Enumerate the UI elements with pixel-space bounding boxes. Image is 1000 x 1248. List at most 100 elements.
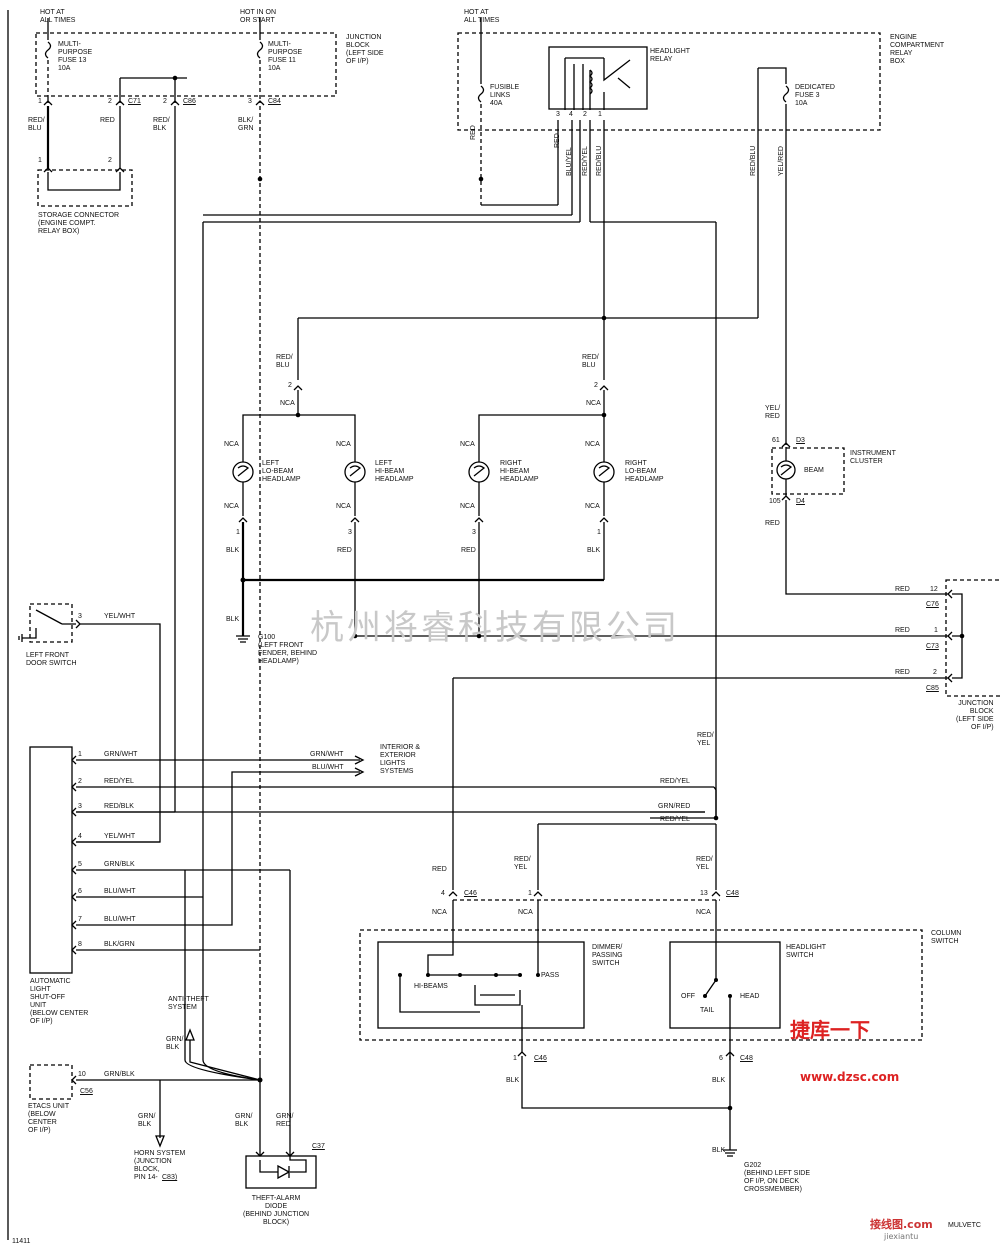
wire-label: BLU/WHT — [104, 888, 136, 895]
footer-brand: MULVETC — [948, 1222, 981, 1229]
connector-c71: C71 — [128, 98, 141, 105]
arrow-icon — [354, 755, 365, 765]
wire-label: BLU/YEL — [566, 147, 573, 176]
connector-c48: C48 — [726, 890, 739, 897]
pin: 3 — [348, 529, 352, 536]
pin: 2 — [108, 98, 112, 105]
switch-contact-icon — [704, 979, 731, 1060]
connector-chevron — [781, 495, 791, 501]
connector-chevron — [255, 100, 265, 106]
connector-chevron — [43, 167, 125, 173]
wire-label: YEL/RED — [778, 146, 785, 176]
splice — [478, 176, 484, 182]
junction-block-right-label: JUNCTION BLOCK (LEFT SIDE OF I/P) — [956, 700, 994, 731]
etacs-unit-box — [29, 1064, 73, 1100]
footer-code: 11411 — [12, 1238, 31, 1245]
splice — [295, 412, 301, 418]
nca-label: NCA — [585, 441, 600, 448]
wire-label: GRN/ RED — [276, 1113, 294, 1128]
jumper — [47, 172, 121, 191]
junction-block-top — [35, 32, 337, 97]
splice — [476, 633, 482, 639]
wire-label: RED — [470, 125, 477, 140]
wire-label: BLK/ GRN — [238, 117, 254, 132]
wire-label: BLU/WHT — [104, 916, 136, 923]
right-hi-beam-label: RIGHT HI-BEAM HEADLAMP — [500, 460, 539, 483]
pin: 12 — [930, 586, 938, 593]
right-lo-beam-label: RIGHT LO-BEAM HEADLAMP — [625, 460, 664, 483]
pin: 4 — [78, 833, 82, 840]
left-hi-beam-label: LEFT HI-BEAM HEADLAMP — [375, 460, 414, 483]
contact-point — [398, 973, 402, 977]
door-switch-label: LEFT FRONT DOOR SWITCH — [26, 652, 77, 667]
pin: 1 — [78, 751, 82, 758]
pin: 10 — [78, 1071, 86, 1078]
pin: 1 — [598, 111, 602, 118]
ground-icon — [18, 628, 37, 642]
wire-label: RED — [461, 547, 476, 554]
left-lo-headlamp-icon — [232, 461, 254, 483]
dedicated-fuse-label: DEDICATED FUSE 3 10A — [795, 84, 835, 107]
pin: 105 — [769, 498, 781, 505]
wire-label: RED/YEL — [660, 816, 690, 823]
logo-url-text: www.dzsc.com — [800, 1070, 900, 1084]
splice — [601, 412, 607, 418]
nca-label: NCA — [224, 503, 239, 510]
wire-label: RED/ BLU — [276, 354, 293, 369]
wire-label: BLK — [712, 1147, 726, 1154]
headlight-relay-box — [548, 46, 648, 110]
wire — [242, 450, 605, 462]
wire — [537, 824, 717, 890]
fusible-link-label: FUSIBLE LINKS 40A — [490, 84, 520, 107]
connector-chevron — [75, 619, 81, 629]
connector-chevron — [238, 517, 609, 523]
splice — [959, 633, 965, 639]
contact-point — [714, 978, 718, 982]
nca-label: NCA — [336, 441, 351, 448]
wire-label: GRN/BLK — [104, 861, 135, 868]
interior-lights-label: INTERIOR & EXTERIOR LIGHTS SYSTEMS — [380, 744, 421, 775]
switch-contact-icon — [399, 974, 520, 1013]
wire — [452, 677, 948, 890]
splice — [727, 1105, 733, 1111]
headlight-relay-label: HEADLIGHT RELAY — [650, 48, 691, 63]
pin: 2 — [583, 111, 587, 118]
pin: 1 — [528, 890, 532, 897]
connector-chevron — [947, 589, 953, 683]
contact-point — [518, 973, 522, 977]
nca-label: NCA — [518, 909, 533, 916]
wire-label: RED — [432, 866, 447, 873]
relay-coil-icon — [588, 69, 593, 95]
logo-bottom-text-2: jiexiantu — [884, 1232, 919, 1241]
pin: 1 — [597, 529, 601, 536]
wire-label: GRN/WHT — [104, 751, 138, 758]
engine-relay-box — [457, 32, 881, 131]
arrow-icon — [354, 767, 365, 777]
wire-label: RED — [895, 586, 910, 593]
wire — [758, 67, 787, 84]
fuse-11-label: MULTI- PURPOSE FUSE 11 10A — [268, 41, 303, 72]
wire-label: BLK — [226, 616, 240, 623]
contact-point — [703, 994, 707, 998]
fuse-icon — [782, 85, 790, 103]
contact-point — [494, 973, 498, 977]
pin: 3 — [78, 613, 82, 620]
wire — [184, 1059, 261, 1155]
wire — [242, 482, 605, 516]
left-lo-beam-label: LEFT LO-BEAM HEADLAMP — [262, 460, 301, 483]
connector-c46: C46 — [534, 1055, 547, 1062]
beam-label: BEAM — [804, 467, 824, 474]
pass-label: PASS — [541, 972, 560, 979]
wire-label: RED — [337, 547, 352, 554]
pin: 1 — [38, 98, 42, 105]
anti-theft-label: ANTI-THEFT SYSTEM — [168, 996, 209, 1011]
column-switch-box — [359, 929, 923, 1041]
switch-contact-icon — [35, 609, 76, 625]
connector-d4: D4 — [796, 498, 805, 505]
wire-label: BLK — [587, 547, 601, 554]
splice — [257, 176, 263, 182]
contact-point — [536, 973, 540, 977]
relay-contact-icon — [603, 58, 631, 110]
beam-indicator-icon — [776, 460, 796, 480]
wire-label: GRN/ BLK — [235, 1113, 253, 1128]
